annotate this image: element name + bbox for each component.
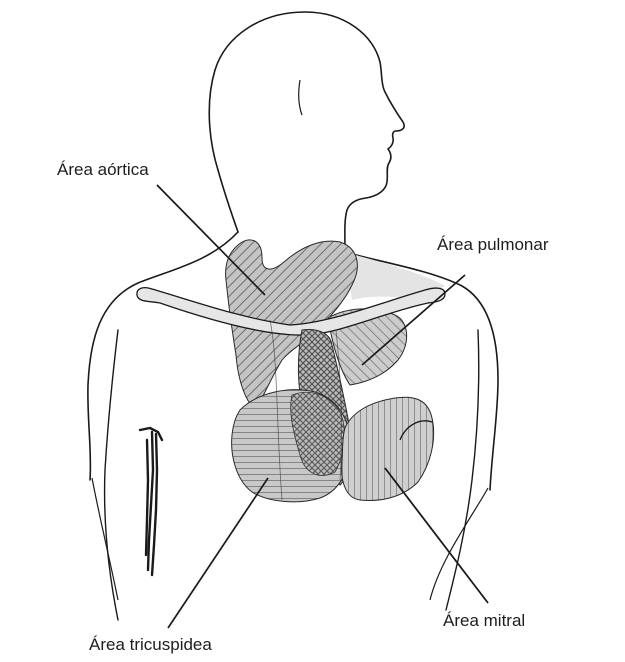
- arm-shading: [140, 428, 162, 575]
- ear-outline: [299, 80, 302, 115]
- pulmonary-area-label: Área pulmonar: [437, 236, 549, 253]
- left-shoulder-outline: [88, 232, 238, 480]
- mitral-leader-line: [385, 468, 488, 603]
- head-outline: [209, 12, 404, 252]
- mitral-area-label: Área mitral: [443, 612, 525, 629]
- mitral-area-region: [342, 397, 434, 500]
- tricuspid-leader-line: [168, 478, 268, 628]
- tricuspid-area-label: Área tricuspidea: [89, 636, 212, 653]
- right-flank-outline: [430, 488, 488, 600]
- aortic-area-label: Área aórtica: [57, 161, 149, 178]
- left-arm-outline: [105, 330, 118, 620]
